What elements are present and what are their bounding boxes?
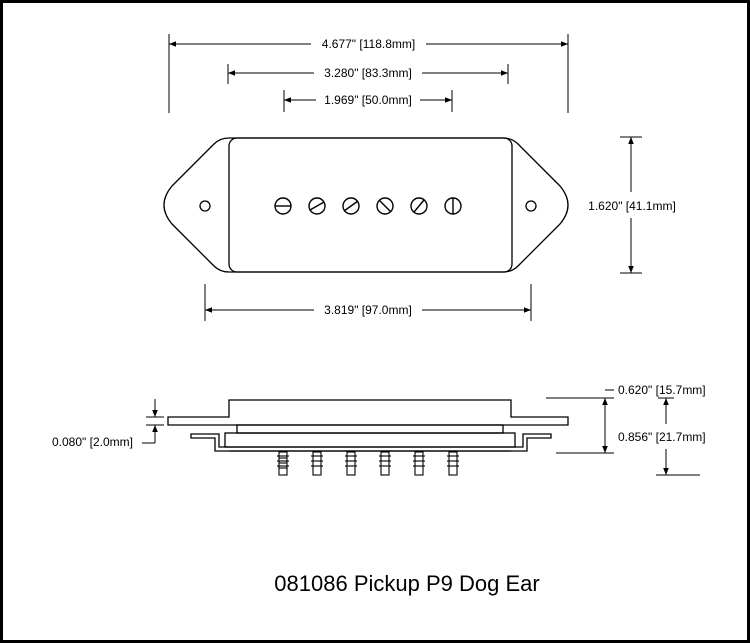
pole-piece-screw <box>342 197 360 215</box>
mounting-hole-right <box>525 200 537 212</box>
body-length-label: 3.819" [97.0mm] <box>324 303 412 317</box>
dimension-total-height <box>656 397 700 476</box>
dog-ear-outline <box>163 137 569 273</box>
side-studs <box>277 451 459 476</box>
pole-spacing-label: 1.969" [50.0mm] <box>324 93 412 107</box>
threaded-stud <box>311 451 323 476</box>
pole-piece-screw <box>410 197 428 215</box>
dimension-overall-width <box>168 34 569 113</box>
side-view <box>167 399 569 452</box>
total-height-label: 0.856" [21.7mm] <box>618 430 706 444</box>
pickup-body <box>228 137 513 273</box>
dimension-mounting-hole-spacing <box>227 64 509 84</box>
pole-piece-screw <box>444 197 462 215</box>
threaded-stud <box>447 451 459 476</box>
mounting-hole-spacing-label: 3.280" [83.3mm] <box>324 66 412 80</box>
dimension-body-length <box>204 284 532 321</box>
side-baseplate-lower <box>224 432 516 448</box>
drawing-title: 081086 Pickup P9 Dog Ear <box>274 571 539 596</box>
body-height-label: 0.620" [15.7mm] <box>618 383 706 397</box>
pole-piece-screw <box>274 197 292 215</box>
threaded-stud <box>345 451 357 476</box>
flange-thickness-label: 0.080" [2.0mm] <box>52 435 133 449</box>
dimension-flange-thickness <box>142 399 164 444</box>
side-base-plate <box>190 433 552 452</box>
dimension-pole-spacing <box>283 90 453 112</box>
overall-width-label: 4.677" [118.8mm] <box>322 37 415 51</box>
pole-piece-screw <box>376 197 394 215</box>
pole-pieces <box>274 197 462 215</box>
top-view <box>163 137 569 273</box>
body-width-label: 1.620" [41.1mm] <box>588 199 676 213</box>
dimension-body-width <box>620 136 642 274</box>
threaded-stud <box>277 451 289 476</box>
mounting-hole-left <box>199 200 211 212</box>
pole-piece-screw <box>308 197 326 215</box>
side-body-flange <box>167 399 569 426</box>
threaded-stud <box>379 451 391 476</box>
dimension-body-height <box>546 389 614 454</box>
threaded-stud <box>413 451 425 476</box>
side-baseplate-inner <box>236 424 504 434</box>
